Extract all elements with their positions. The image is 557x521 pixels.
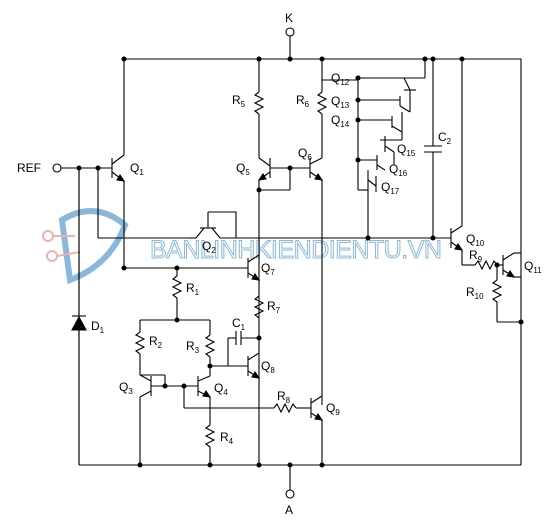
q3-label: Q3	[119, 380, 133, 396]
q2-label: Q2	[202, 239, 216, 255]
cathode-terminal: K	[285, 11, 295, 59]
capacitor-c2: C2	[424, 59, 452, 238]
transistor-q2: Q2	[190, 211, 433, 255]
watermark: BANLINHKIENDIENTU.VN	[42, 208, 442, 285]
q15-label: Q15	[397, 142, 416, 158]
r7-label: R7	[267, 299, 281, 315]
q13-label: Q13	[331, 94, 350, 110]
transistor-q13: Q13	[331, 90, 411, 113]
q12-label: Q12	[331, 71, 350, 87]
q7-label: Q7	[261, 261, 275, 277]
q8-label: Q8	[261, 359, 275, 375]
d1-label: D1	[91, 319, 105, 335]
resistor-r6: R6	[296, 59, 328, 158]
diode-d1: D1	[71, 168, 105, 465]
darlington-bus	[322, 78, 368, 191]
anode-label: A	[285, 503, 293, 517]
r10-label: R10	[466, 285, 484, 301]
transistor-q7: Q7	[124, 254, 275, 281]
r5-label: R5	[232, 93, 246, 109]
ref-terminal: REF	[17, 161, 112, 175]
transistor-q17: Q17	[367, 170, 400, 238]
transistor-q14: Q14	[331, 112, 403, 140]
q5-label: Q5	[236, 161, 250, 177]
capacitor-c1: C1	[227, 316, 259, 366]
transistor-q9: Q9	[310, 395, 340, 465]
r9-label: R9	[469, 248, 483, 264]
ref-label: REF	[17, 161, 41, 175]
transistor-q12: Q12	[331, 59, 426, 91]
transistor-q8: Q8	[210, 352, 275, 379]
transistor-q16: Q16	[358, 155, 408, 178]
resistor-r8: R8	[273, 389, 311, 414]
cathode-label: K	[285, 11, 293, 25]
top-rail	[124, 58, 522, 465]
r8-label: R8	[277, 389, 291, 405]
watermark-logo-icon	[42, 208, 129, 285]
r4-label: R4	[220, 430, 234, 446]
resistor-r7: R7	[253, 295, 281, 319]
resistor-r10: R10	[466, 265, 521, 323]
anode-terminal: A	[285, 465, 295, 517]
q14-label: Q14	[331, 113, 350, 129]
transistor-q4: Q4	[183, 375, 274, 425]
watermark-text: BANLINHKIENDIENTU.VN	[150, 236, 441, 264]
q4-label: Q4	[214, 381, 228, 397]
r3-label: R3	[186, 339, 200, 355]
resistor-r5: R5	[232, 59, 265, 158]
q16-label: Q16	[389, 162, 408, 178]
r1-label: R1	[186, 281, 200, 297]
transistor-q11: Q11	[502, 252, 542, 278]
resistor-r1: R1	[140, 268, 210, 321]
junction-dots	[76, 56, 524, 468]
transistor-q3: Q3	[119, 374, 198, 465]
transistor-q6: Q6	[259, 146, 324, 405]
transistor-q5: Q5	[236, 157, 310, 465]
q17-label: Q17	[381, 180, 400, 196]
c2-label: C2	[438, 130, 452, 146]
c1-label: C1	[232, 316, 246, 332]
r2-label: R2	[149, 334, 163, 350]
q11-label: Q11	[524, 259, 542, 275]
q1-label: Q1	[130, 161, 144, 177]
transistor-q1: Q1	[97, 59, 190, 268]
resistor-r9: R9	[462, 248, 503, 271]
q9-label: Q9	[326, 401, 340, 417]
transistor-q15: Q15	[380, 136, 416, 165]
q10-label: Q10	[466, 232, 485, 248]
resistor-r2: R2	[134, 320, 163, 375]
r6-label: R6	[296, 93, 310, 109]
transistor-q10: Q10	[433, 59, 485, 265]
q6-label: Q6	[298, 146, 312, 162]
resistor-r4: R4	[204, 424, 234, 465]
